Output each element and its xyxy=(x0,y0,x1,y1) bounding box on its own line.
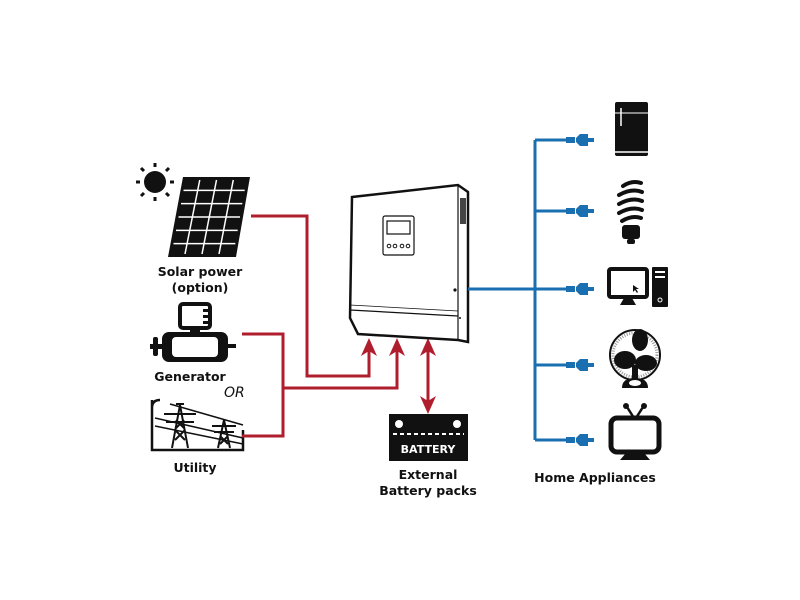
plug-fan xyxy=(535,359,594,371)
computer-icon xyxy=(607,267,668,307)
light-bulb-icon xyxy=(617,180,644,244)
television-icon xyxy=(608,403,662,460)
arrow-heads xyxy=(361,338,436,414)
battery-text: BATTERY xyxy=(401,443,457,456)
battery-icon: BATTERY xyxy=(389,414,468,461)
utility-tower-icon xyxy=(150,398,245,452)
battery-label-line1: External xyxy=(398,467,458,482)
solar-cell-divider xyxy=(218,179,234,255)
plug-light-bulb xyxy=(535,205,594,217)
appliance-plugs xyxy=(535,134,594,446)
solar-input-line xyxy=(251,214,371,378)
battery-label: External Battery packs xyxy=(368,467,488,499)
generator-icon xyxy=(150,302,236,362)
utility-label: Utility xyxy=(173,460,217,475)
generator-input-line xyxy=(242,332,285,438)
or-label: OR xyxy=(224,385,245,401)
home-appliances-label: Home Appliances xyxy=(534,470,656,485)
plug-television xyxy=(535,434,594,446)
sun-icon xyxy=(136,163,174,201)
solar-panel-icon xyxy=(168,177,250,257)
solar-cell-divider xyxy=(201,179,218,255)
grid-input-line xyxy=(283,350,399,390)
generator-label: Generator xyxy=(154,369,226,384)
solar-label: Solar power (option) xyxy=(140,264,260,296)
plug-computer xyxy=(535,283,594,295)
fan-icon xyxy=(609,329,661,388)
solar-cell-divider xyxy=(184,179,201,255)
plug-refrigerator xyxy=(535,134,594,146)
inverter-display-panel xyxy=(382,215,415,256)
output-wiring xyxy=(468,140,537,440)
solar-label-line2: (option) xyxy=(171,280,229,295)
battery-label-line2: Battery packs xyxy=(379,483,477,498)
input-wiring xyxy=(242,214,430,438)
inverter-unit xyxy=(348,183,470,344)
refrigerator-icon xyxy=(615,102,648,156)
solar-label-line1: Solar power xyxy=(157,264,243,279)
